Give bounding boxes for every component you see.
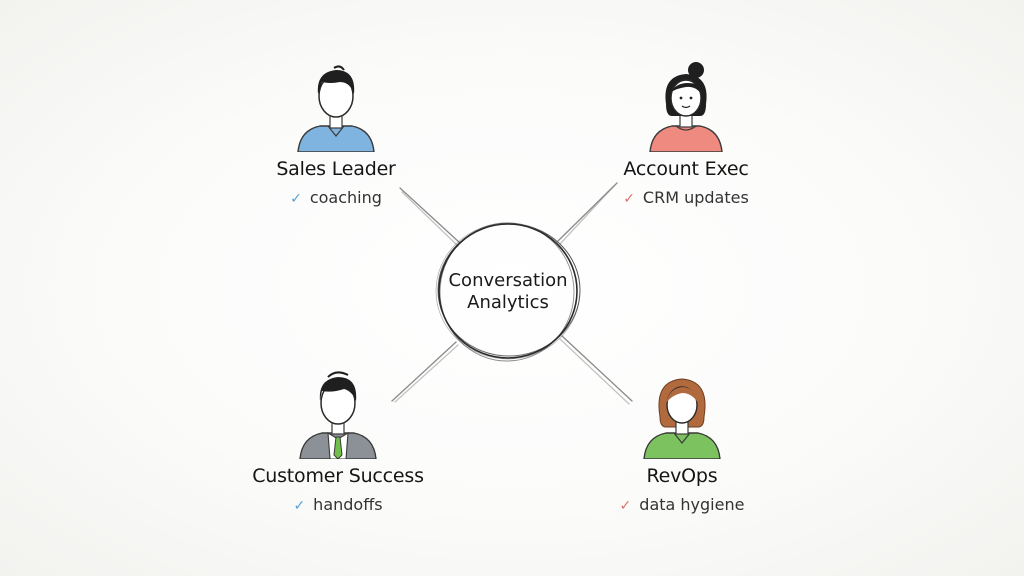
persona-task-label: data hygiene xyxy=(639,495,745,514)
persona-task-label: handoffs xyxy=(313,495,383,514)
persona-role: RevOps xyxy=(646,465,718,487)
persona-task: ✓ coaching xyxy=(216,188,456,207)
connector-sales-leader-sketch xyxy=(401,191,459,247)
connector-sales-leader xyxy=(399,187,461,244)
connector-revops xyxy=(561,335,633,402)
persona-sales-leader: Sales Leader ✓ coaching xyxy=(216,60,456,207)
persona-task: ✓ CRM updates xyxy=(566,188,806,207)
person-avatar-icon xyxy=(649,62,723,152)
persona-task: ✓ handoffs xyxy=(218,495,458,514)
persona-task: ✓ data hygiene xyxy=(562,495,802,514)
persona-role: Customer Success xyxy=(252,465,424,487)
persona-role: Sales Leader xyxy=(276,158,396,180)
persona-task-label: coaching xyxy=(309,188,382,207)
connector-customer-success xyxy=(391,341,457,402)
connector-account-exec-sketch xyxy=(559,185,615,245)
persona-role: Account Exec xyxy=(623,158,749,180)
hub-label: Conversation Analytics xyxy=(443,270,573,314)
person-avatar-icon xyxy=(299,371,377,459)
persona-account-exec: Account Exec ✓ CRM updates xyxy=(566,60,806,207)
checkmark-icon: ✓ xyxy=(623,191,635,207)
persona-revops: RevOps ✓ data hygiene xyxy=(562,367,802,514)
persona-customer-success: Customer Success ✓ handoffs xyxy=(218,367,458,514)
person-avatar-icon xyxy=(297,65,375,152)
checkmark-icon: ✓ xyxy=(290,191,302,207)
hub-node: Conversation Analytics xyxy=(438,224,578,360)
persona-task-label: CRM updates xyxy=(642,188,749,207)
connector-revops-sketch xyxy=(559,338,630,405)
hub-label-line1: Conversation xyxy=(448,270,568,291)
checkmark-icon: ✓ xyxy=(293,498,306,514)
hub-label-line2: Analytics xyxy=(467,292,549,313)
person-avatar-icon xyxy=(643,378,721,459)
checkmark-icon: ✓ xyxy=(619,498,632,514)
connector-customer-success-sketch xyxy=(394,344,459,403)
hub-circle xyxy=(435,222,581,362)
